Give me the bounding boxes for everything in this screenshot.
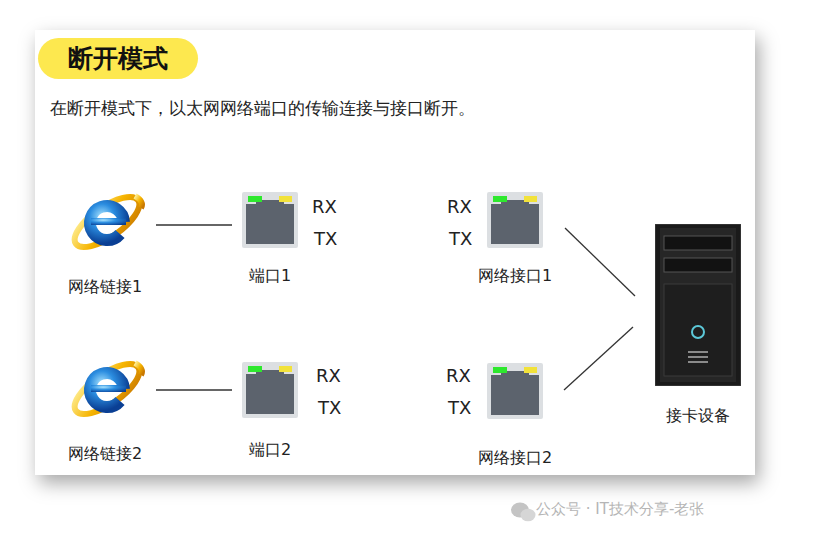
port-node: 端口2 — [236, 362, 304, 460]
node-label: 接卡设备 — [666, 406, 730, 426]
link-node: 网络链接1 — [58, 178, 152, 297]
server-tower-icon — [655, 224, 741, 386]
watermark: 公众号 · IT技术分享-老张 — [536, 500, 704, 519]
node-label: 网络接口2 — [478, 448, 552, 468]
signal-name: TX — [314, 228, 337, 249]
link-line — [565, 228, 635, 296]
browser-icon — [65, 178, 145, 260]
node-label: 网络链接2 — [68, 444, 142, 464]
signal-name: TX — [448, 397, 471, 418]
device-node: 接卡设备 — [643, 224, 753, 426]
node-label: 网络接口1 — [478, 266, 552, 286]
browser-icon — [65, 345, 145, 427]
ethernet-port-icon — [242, 362, 298, 418]
subtitle: 在断开模式下，以太网网络端口的传输连接与接口断开。 — [50, 97, 475, 120]
port-node: 网络接口1 — [470, 192, 560, 286]
node-label: 端口1 — [249, 266, 291, 286]
ethernet-port-icon — [242, 192, 298, 248]
signal-name: TX — [318, 397, 341, 418]
link-line — [564, 327, 633, 390]
title-pill: 断开模式 — [38, 38, 198, 79]
signal-name: TX — [449, 228, 472, 249]
port-node: 端口1 — [236, 192, 304, 286]
link-line — [156, 389, 232, 390]
signal-name: RX — [446, 365, 471, 386]
signal-name: RX — [316, 365, 341, 386]
port-node: 网络接口2 — [470, 363, 560, 468]
node-label: 端口2 — [249, 440, 291, 460]
signal-name: RX — [447, 196, 472, 217]
ethernet-port-icon — [487, 192, 543, 248]
link-node: 网络链接2 — [58, 345, 152, 464]
link-line — [156, 224, 232, 225]
wechat-icon — [511, 503, 536, 522]
title-text: 断开模式 — [68, 42, 168, 75]
ethernet-port-icon — [487, 363, 543, 419]
signal-name: RX — [312, 196, 337, 217]
card-background — [35, 30, 755, 475]
node-label: 网络链接1 — [68, 277, 142, 297]
